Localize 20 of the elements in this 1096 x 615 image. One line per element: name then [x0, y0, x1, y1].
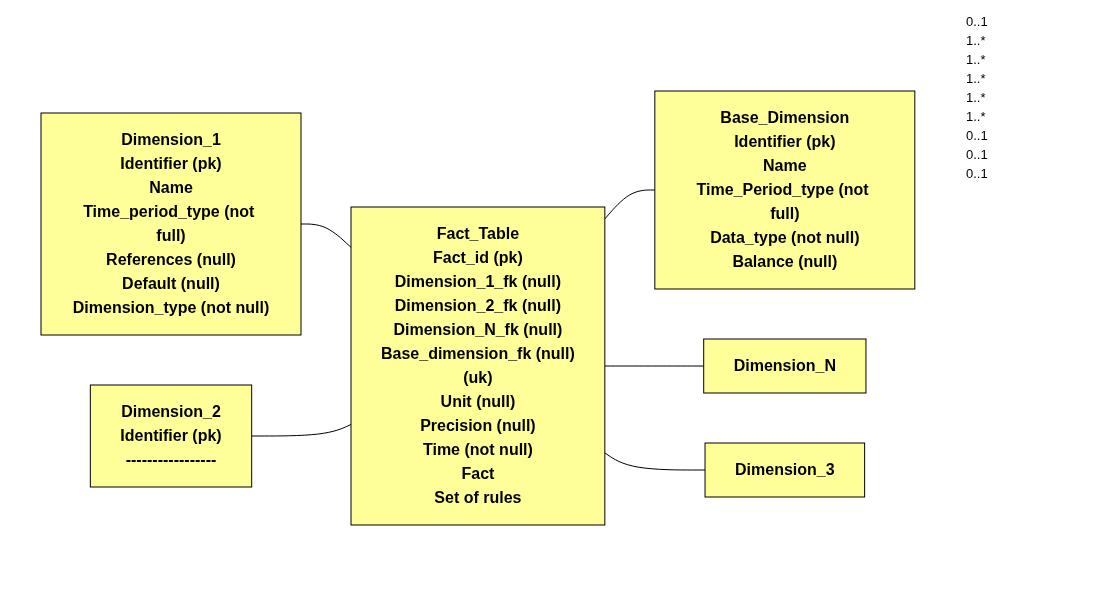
multiplicity-label: 1..* — [966, 52, 987, 67]
connector — [604, 451, 706, 470]
node-box: Dimension_3 — [704, 442, 866, 497]
connector — [300, 223, 352, 248]
multiplicity-label: 1..* — [966, 90, 987, 105]
connector — [251, 423, 352, 436]
connector — [604, 189, 656, 219]
multiplicity-label: 0..1 — [966, 166, 989, 181]
node-box: Fact_Table Fact_id (pk) Dimension_1_fk (null) Dimension_2_fk (null) Dimension_N_fk (null) Base_dimension_fk (null) (uk) Unit (null) Precision (null) Time (not null) Fact Set of rules — [350, 206, 606, 525]
multiplicity-label: 0..1 — [966, 14, 989, 29]
multiplicity-label: 1..* — [966, 71, 987, 86]
multiplicity-label: 1..* — [966, 33, 987, 48]
node-box: Base_Dimension Identifier (pk) Name Time_Period_type (not full) Data_type (not null) Balance (null) — [654, 90, 916, 289]
connector — [604, 365, 705, 366]
node-box: Dimension_1 Identifier (pk) Name Time_period_type (not full) References (null) Default (null) Dimension_type (not null) — [40, 112, 302, 335]
node-box: Dimension_N — [703, 338, 867, 393]
node-box: Dimension_2 Identifier (pk) ----------------- — [89, 384, 253, 487]
multiplicity-label: 0..1 — [966, 128, 989, 143]
multiplicity-label: 0..1 — [966, 147, 989, 162]
multiplicity-label: 1..* — [966, 109, 987, 124]
